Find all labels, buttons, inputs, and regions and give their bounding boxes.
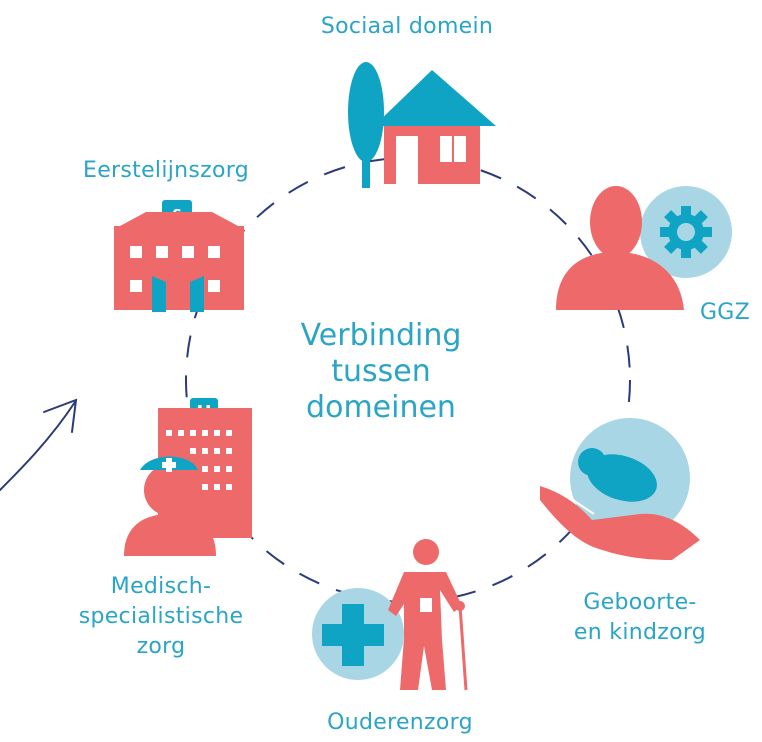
elderly-person-with-cane-icon bbox=[312, 539, 468, 691]
arrow-icon bbox=[0, 398, 78, 491]
label-ggz: GGZ bbox=[699, 300, 751, 325]
house-and-tree-icon bbox=[348, 62, 496, 188]
label-medisch-line2: specialistische bbox=[78, 604, 244, 629]
hand-holding-baby-icon bbox=[540, 418, 700, 560]
label-eerstelijnszorg: Eerstelijnszorg bbox=[83, 158, 249, 183]
center-title-line3: domeinen bbox=[306, 390, 456, 425]
label-medisch-line1: Medisch- bbox=[110, 574, 212, 599]
label-medisch-specialistische-zorg: Medisch- specialistische zorg bbox=[56, 572, 266, 662]
center-title-line1: Verbinding bbox=[300, 318, 462, 353]
clinic-building-icon: § bbox=[114, 200, 244, 312]
center-title: Verbinding tussen domeinen bbox=[281, 318, 481, 426]
label-ouderenzorg: Ouderenzorg bbox=[327, 710, 473, 735]
label-geboorte-en-kindzorg: Geboorte- en kindzorg bbox=[540, 588, 740, 648]
center-title-line2: tussen bbox=[331, 354, 431, 389]
label-medisch-line3: zorg bbox=[136, 634, 186, 659]
label-geboorte-line1: Geboorte- bbox=[583, 590, 697, 615]
label-geboorte-line2: en kindzorg bbox=[573, 620, 707, 645]
person-with-gear-icon bbox=[556, 186, 732, 310]
hospital-and-nurse-icon: H bbox=[124, 398, 252, 556]
label-sociaal-domein: Sociaal domein bbox=[320, 14, 494, 39]
